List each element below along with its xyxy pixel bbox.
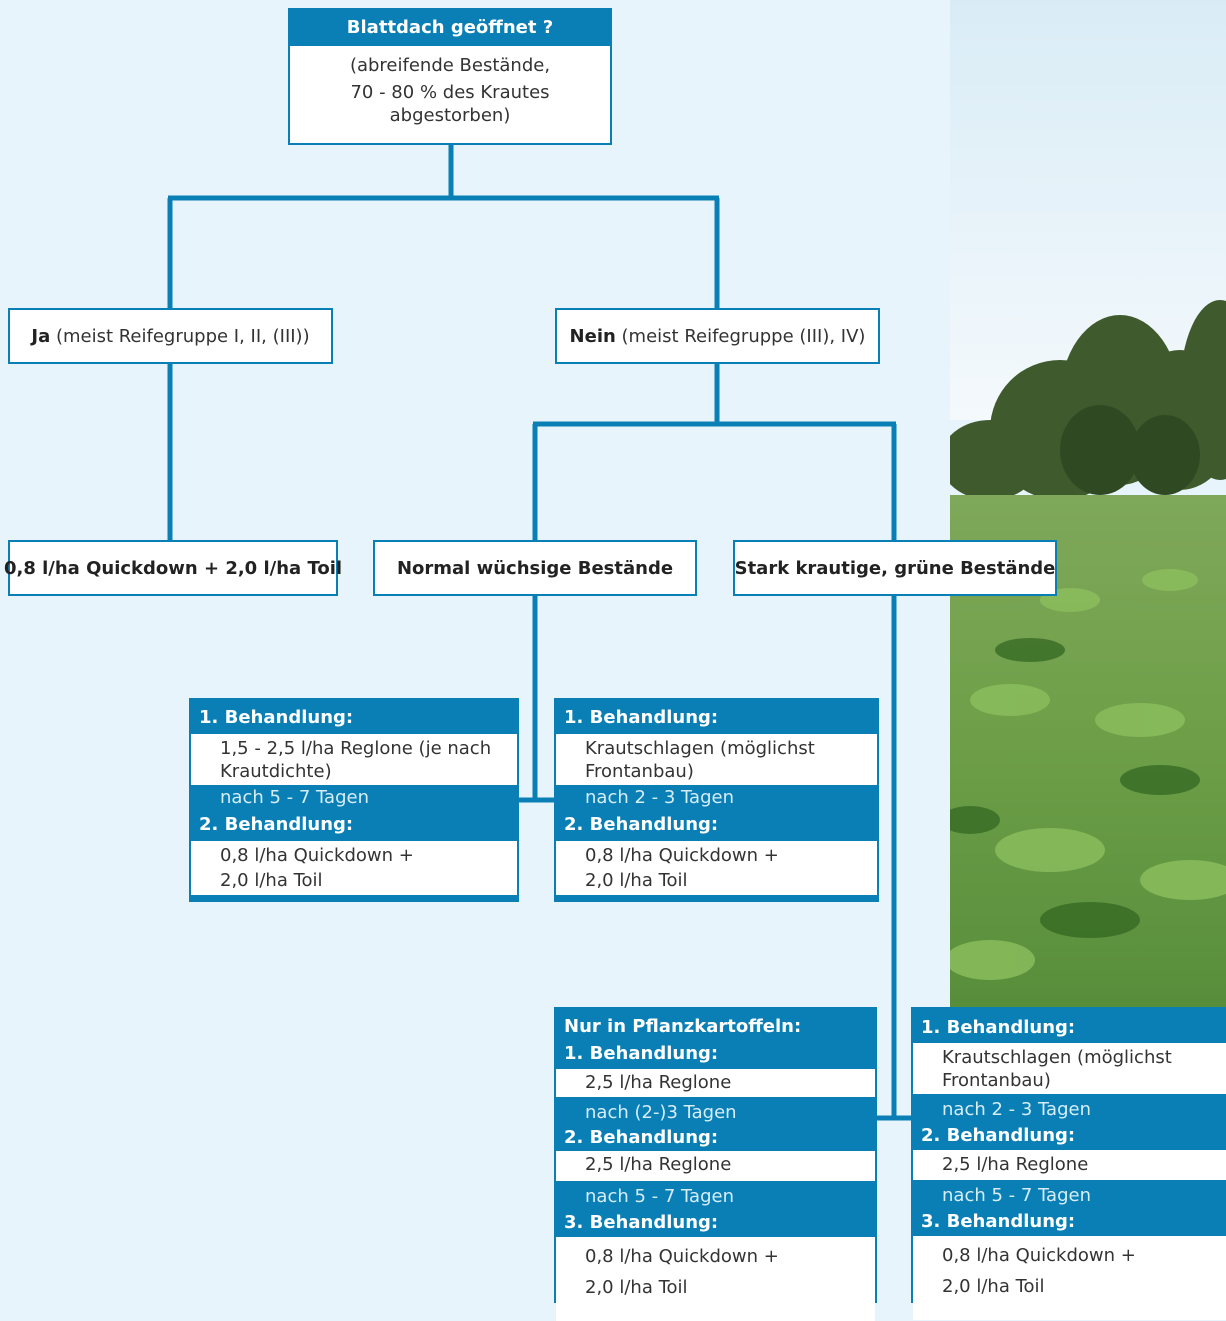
wait-interval: nach 5 - 7 Tagen: [220, 787, 369, 808]
wait-interval: nach 5 - 7 Tagen: [585, 1186, 734, 1207]
treatment-2-line: 0,8 l/ha Quickdown +: [220, 845, 414, 866]
no-box: Nein (meist Reifegruppe (III), IV): [555, 308, 880, 364]
root-question-box: Blattdach geöffnet ? (abreifende Beständ…: [288, 8, 612, 145]
treatment-1-header: 1. Behandlung:: [564, 1043, 719, 1064]
treatment-1-header: 1. Behandlung:: [564, 707, 719, 728]
treatment-1-header: 1. Behandlung:: [199, 707, 354, 728]
treatment-3-header: 3. Behandlung:: [921, 1211, 1076, 1232]
strong-three-step-treatment-box: 1. Behandlung: Krautschlagen (möglichst …: [911, 1007, 1226, 1320]
treatment-3-line: 2,0 l/ha Toil: [585, 1277, 688, 1298]
strong-treatment-box: 1. Behandlung: Krautschlagen (möglichst …: [554, 698, 879, 902]
treatment-2-header: 2. Behandlung:: [199, 814, 354, 835]
yes-box: Ja (meist Reifegruppe I, II, (III)): [8, 308, 333, 364]
treatment-2-header: 2. Behandlung:: [564, 814, 719, 835]
treatment-1-line: Krautschlagen (möglichst: [585, 738, 815, 759]
wait-interval: nach (2-)3 Tagen: [585, 1102, 737, 1123]
yes-label: Ja: [31, 325, 51, 347]
treatment-1-line: Krautdichte): [220, 761, 332, 782]
wait-interval: nach 2 - 3 Tagen: [585, 787, 734, 808]
connector-lines: [167, 145, 912, 1121]
root-title: Blattdach geöffnet ?: [290, 10, 610, 46]
treatment-2-line: 2,5 l/ha Reglone: [913, 1150, 1226, 1180]
no-detail: (meist Reifegruppe (III), IV): [615, 325, 866, 347]
strong-growth-text: Stark krautige, grüne Bestände: [734, 557, 1056, 579]
treatment-2-line: 2,0 l/ha Toil: [220, 870, 323, 891]
treatment-3-line: 0,8 l/ha Quickdown +: [585, 1246, 779, 1267]
seed-potato-intro: Nur in Pflanzkartoffeln:: [564, 1016, 802, 1037]
yes-detail: (meist Reifegruppe I, II, (III)): [50, 325, 310, 347]
wait-interval: nach 2 - 3 Tagen: [942, 1099, 1091, 1120]
root-line: (abreifende Bestände,: [349, 55, 551, 76]
treatment-2-line: 2,0 l/ha Toil: [585, 870, 688, 891]
root-line: 70 - 80 % des Krautes: [350, 82, 550, 103]
treatment-3-line: 2,0 l/ha Toil: [942, 1276, 1045, 1297]
yes-result-text: 0,8 l/ha Quickdown + 2,0 l/ha Toil: [3, 557, 343, 579]
treatment-2-line: 0,8 l/ha Quickdown +: [585, 845, 779, 866]
treatment-2-line: 2,5 l/ha Reglone: [556, 1151, 875, 1181]
normal-growth-box: Normal wüchsige Bestände: [373, 540, 697, 596]
wait-interval: nach 5 - 7 Tagen: [942, 1185, 1091, 1206]
treatment-1-line: Frontanbau): [942, 1070, 1051, 1091]
treatment-1-line: Krautschlagen (möglichst: [942, 1047, 1172, 1068]
treatment-1-line: 2,5 l/ha Reglone: [556, 1069, 875, 1097]
treatment-1-line: Frontanbau): [585, 761, 694, 782]
normal-growth-text: Normal wüchsige Bestände: [396, 557, 674, 579]
normal-treatment-box: 1. Behandlung: 1,5 - 2,5 l/ha Reglone (j…: [189, 698, 519, 902]
treatment-3-line: 0,8 l/ha Quickdown +: [942, 1245, 1136, 1266]
treatment-1-line: 1,5 - 2,5 l/ha Reglone (je nach: [220, 738, 492, 759]
seed-potato-treatment-box: Nur in Pflanzkartoffeln: 1. Behandlung: …: [554, 1007, 877, 1321]
treatment-1-header: 1. Behandlung:: [921, 1017, 1076, 1038]
treatment-3-header: 3. Behandlung:: [564, 1212, 719, 1233]
root-line: abgestorben): [389, 105, 511, 126]
no-label: Nein: [569, 325, 616, 347]
strong-growth-box: Stark krautige, grüne Bestände: [733, 540, 1057, 596]
treatment-2-header: 2. Behandlung:: [921, 1125, 1076, 1146]
treatment-2-header: 2. Behandlung:: [564, 1127, 719, 1148]
yes-result-box: 0,8 l/ha Quickdown + 2,0 l/ha Toil: [4, 540, 342, 596]
